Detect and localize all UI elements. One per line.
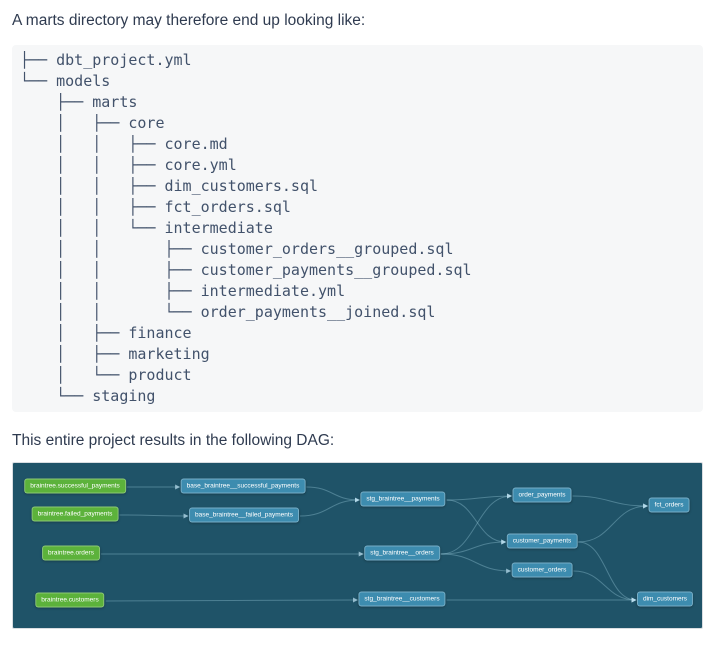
dag-node-stg_braintree__customers[interactable]: stg_braintree__customers <box>358 591 446 607</box>
docs-content: A marts directory may therefore end up l… <box>0 10 715 629</box>
dag-edge <box>119 513 189 519</box>
dag-node-stg_braintree__orders[interactable]: stg_braintree__orders <box>364 545 440 561</box>
dag-edge <box>572 495 649 509</box>
dag-node-braintree_customers[interactable]: braintree.customers <box>35 592 105 608</box>
dag-node-customer_payments[interactable]: customer_payments <box>506 533 578 549</box>
code-block: ├── dbt_project.yml └── models ├── marts… <box>12 45 703 412</box>
dag-node-base_braintree__failed_payments[interactable]: base_braintree__failed_payments <box>189 507 299 523</box>
dag-edge <box>306 486 360 503</box>
dag-edge <box>440 553 512 574</box>
dag-node-stg_braintree__payments[interactable]: stg_braintree__payments <box>360 491 446 507</box>
dag-node-fct_orders[interactable]: fct_orders <box>648 497 690 513</box>
dag-node-base_braintree__successful_payments[interactable]: base_braintree__successful_payments <box>180 478 306 494</box>
dag-edge <box>578 503 649 543</box>
directory-tree: ├── dbt_project.yml └── models ├── marts… <box>20 51 472 405</box>
dag-edge <box>299 497 360 517</box>
dag-canvas: braintree.successful_payments braintree.f… <box>12 462 703 629</box>
dag-node-braintree_orders[interactable]: braintree.orders <box>42 545 100 561</box>
dag-edges-layer <box>100 484 649 603</box>
dag-edge <box>578 541 637 603</box>
dag-edge <box>440 493 513 555</box>
dag-edge <box>440 539 507 555</box>
dag-node-braintree_successful_payments[interactable]: braintree.successful_payments <box>24 478 126 494</box>
dag-edge <box>446 493 513 501</box>
dag-edge <box>105 597 358 603</box>
intro-paragraph: A marts directory may therefore end up l… <box>12 12 366 29</box>
dag-edge <box>446 499 507 545</box>
dag-node-order_payments[interactable]: order_payments <box>512 487 572 503</box>
dag-node-dim_customers[interactable]: dim_customers <box>636 591 694 607</box>
dag-edge <box>573 570 637 603</box>
dag-node-braintree_failed_payments[interactable]: braintree.failed_payments <box>31 506 119 522</box>
dag-node-customer_orders[interactable]: customer_orders <box>511 562 573 578</box>
dag-intro-paragraph: This entire project results in the follo… <box>12 432 335 449</box>
